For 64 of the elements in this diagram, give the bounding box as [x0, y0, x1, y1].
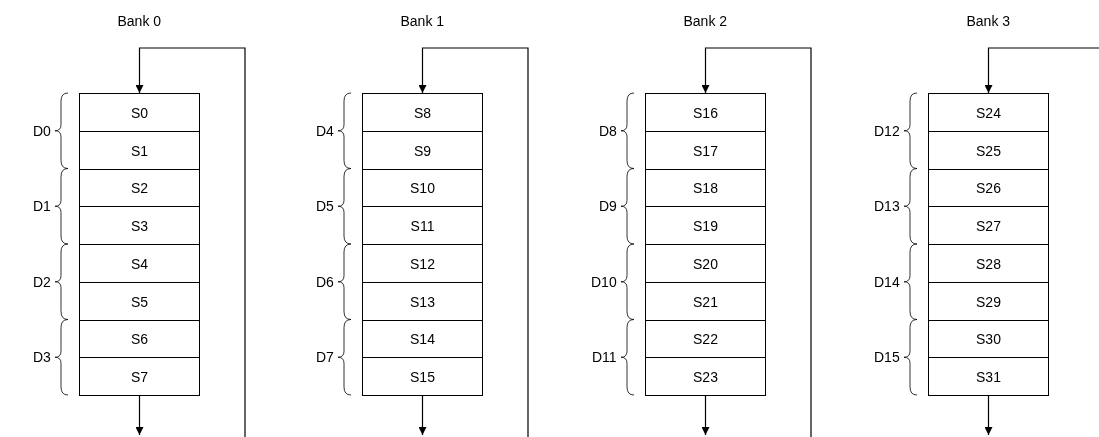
register-cell: S30 [929, 319, 1048, 359]
register-cell: S3 [80, 206, 199, 245]
register-cell: S19 [646, 206, 765, 245]
register-cell: S31 [929, 357, 1048, 396]
register-cell: S0 [80, 94, 199, 132]
arrow [135, 47, 246, 437]
register-cell: S18 [646, 168, 765, 208]
register-pair-label: D15 [874, 349, 900, 366]
register-stack [79, 93, 200, 396]
register-cell: S17 [646, 130, 765, 170]
register-pair-label: D5 [316, 198, 334, 215]
register-cell: S20 [646, 244, 765, 283]
arrow [418, 47, 529, 437]
register-pair-label: D2 [33, 273, 51, 290]
bank-title: Bank 0 [117, 13, 162, 29]
register-cell: S25 [929, 130, 1048, 170]
register-cell: S4 [80, 244, 199, 283]
arrow [701, 47, 812, 437]
register-cell: S23 [646, 357, 765, 396]
register-cell: S16 [646, 94, 765, 132]
bank-title: Bank 3 [966, 13, 1011, 29]
register-cell: S1 [80, 130, 199, 170]
arrow [984, 395, 993, 436]
register-cell: S22 [646, 319, 765, 359]
register-cell: S11 [363, 206, 482, 245]
register-cell: S12 [363, 244, 482, 283]
register-pair-label: D10 [591, 273, 617, 290]
arrow [135, 395, 144, 436]
bank-title: Bank 2 [683, 13, 728, 29]
register-pair-label: D7 [316, 349, 334, 366]
register-pair-label: D0 [33, 122, 51, 139]
register-pair-label: D14 [874, 273, 900, 290]
register-pair-label: D6 [316, 273, 334, 290]
register-cell: S15 [363, 357, 482, 396]
register-pair-label: D13 [874, 198, 900, 215]
register-cell: S21 [646, 281, 765, 321]
register-cell: S8 [363, 94, 482, 132]
register-stack [645, 93, 766, 396]
register-pair-label: D12 [874, 122, 900, 139]
register-pair-label: D9 [599, 198, 617, 215]
bank-title: Bank 1 [400, 13, 445, 29]
register-cell: S26 [929, 168, 1048, 208]
register-pair-label: D11 [592, 349, 617, 366]
register-cell: S14 [363, 319, 482, 359]
register-cell: S27 [929, 206, 1048, 245]
register-cell: S29 [929, 281, 1048, 321]
arrow [701, 395, 710, 436]
register-pair-label: D8 [599, 122, 617, 139]
register-cell: S24 [929, 94, 1048, 132]
register-pair-label: D1 [33, 198, 51, 215]
register-cell: S9 [363, 130, 482, 170]
register-cell: S5 [80, 281, 199, 321]
register-stack [928, 93, 1049, 396]
arrow [984, 47, 1099, 94]
register-pair-label: D4 [316, 122, 334, 139]
register-cell: S13 [363, 281, 482, 321]
register-cell: S10 [363, 168, 482, 208]
register-stack [362, 93, 483, 396]
register-cell: S2 [80, 168, 199, 208]
register-cell: S28 [929, 244, 1048, 283]
register-pair-label: D3 [33, 349, 51, 366]
register-cell: S7 [80, 357, 199, 396]
arrow [418, 395, 427, 436]
register-cell: S6 [80, 319, 199, 359]
